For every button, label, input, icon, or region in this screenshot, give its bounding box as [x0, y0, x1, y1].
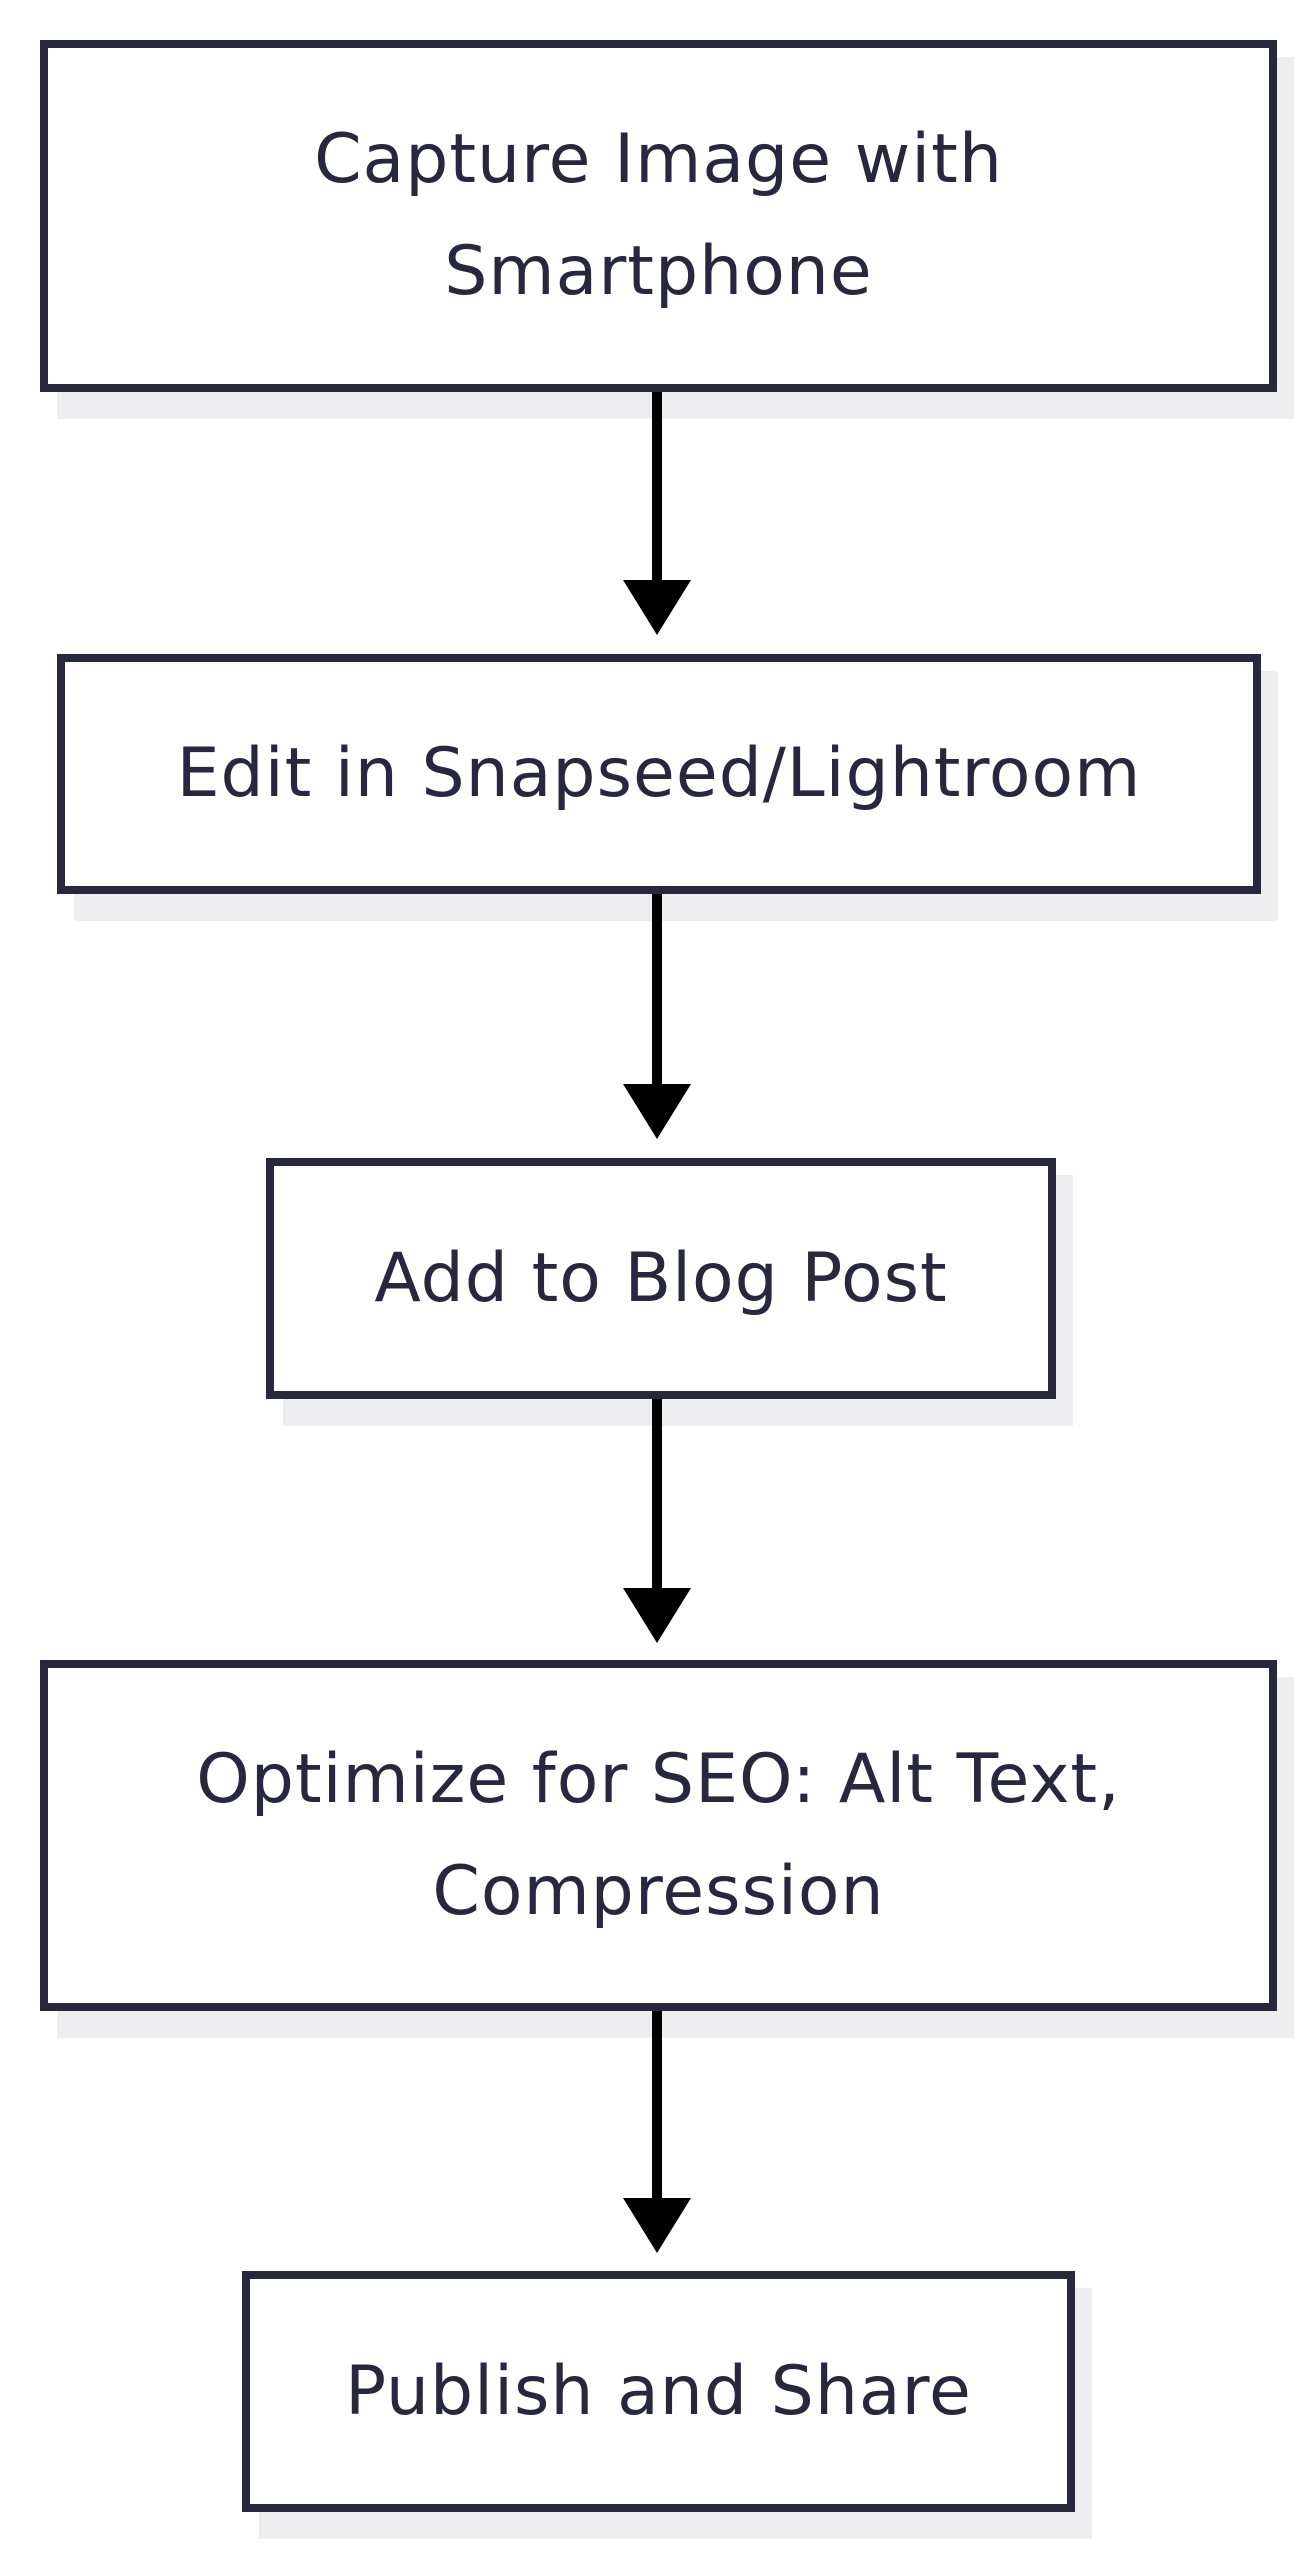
node-publish: Publish and Share — [242, 2271, 1075, 2512]
node-label-edit: Edit in Snapseed/Lightroom — [176, 734, 1142, 813]
node-label-optimize: Optimize for SEO: Alt Text, Compression — [196, 1739, 1121, 1931]
node-label-add: Add to Blog Post — [374, 1238, 948, 1318]
node-edit: Edit in Snapseed/Lightroom — [57, 654, 1261, 894]
node-add: Add to Blog Post — [266, 1158, 1056, 1399]
node-optimize: Optimize for SEO: Alt Text, Compression — [40, 1660, 1277, 2011]
arrowhead-add-to-optimize — [623, 1588, 691, 1643]
arrowhead-edit-to-add — [623, 1084, 691, 1139]
node-label-publish: Publish and Share — [345, 2351, 972, 2431]
edge-add-to-optimize — [652, 1399, 662, 1588]
arrowhead-capture-to-edit — [623, 580, 691, 635]
edge-capture-to-edit — [652, 392, 662, 580]
node-capture: Capture Image with Smartphone — [40, 40, 1277, 392]
edge-optimize-to-publish — [652, 2011, 662, 2198]
edge-edit-to-add — [652, 894, 662, 1084]
node-label-capture: Capture Image with Smartphone — [314, 120, 1003, 311]
arrowhead-optimize-to-publish — [623, 2198, 691, 2253]
